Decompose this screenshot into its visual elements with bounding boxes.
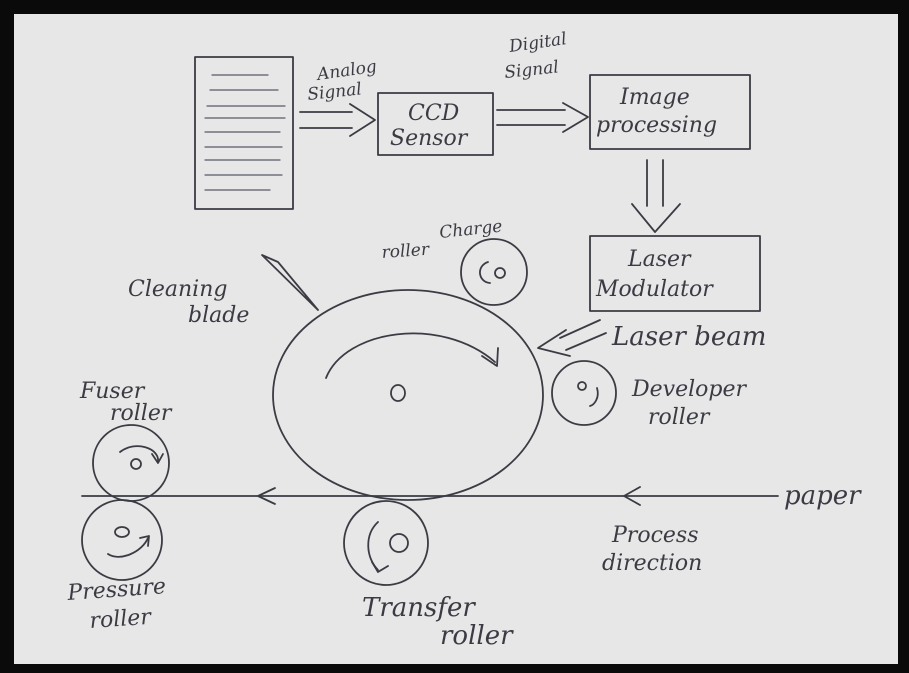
transfer-roller (343, 500, 429, 586)
label-cleaning: Cleaning (128, 277, 227, 302)
label-image: Image (619, 85, 690, 110)
label-ccd: CCD (408, 101, 460, 126)
digital-signal-arrow (496, 102, 589, 133)
label-transfer-roller: roller (440, 621, 514, 651)
label-laser: Laser (627, 247, 692, 272)
developer-roller (551, 360, 617, 426)
analog-signal-arrow (299, 103, 376, 137)
label-blade: blade (188, 303, 249, 328)
label-transfer: Transfer (362, 593, 476, 623)
paper-path (81, 486, 779, 506)
down-arrow (631, 159, 681, 233)
photoconductor-drum (272, 289, 544, 501)
image-processing-box (589, 74, 751, 150)
label-pressure-roller: roller (89, 605, 153, 634)
label-direction: direction (602, 551, 702, 576)
label-fuser: Fuser (79, 379, 146, 404)
cleaning-blade (261, 254, 319, 311)
label-process: Process (611, 523, 699, 548)
label-paper: paper (784, 481, 862, 511)
charge-roller (460, 238, 528, 306)
label-processing: processing (596, 113, 717, 138)
label-sensor: Sensor (390, 126, 469, 151)
label-laser-beam: Laser beam (611, 322, 766, 352)
label-developer-roller: roller (648, 405, 711, 430)
laser-modulator-box (589, 235, 761, 312)
label-developer: Developer (631, 377, 747, 402)
original-document (194, 56, 294, 210)
label-modulator: Modulator (595, 277, 714, 302)
laser-beam-arrow (537, 319, 607, 357)
pressure-roller (81, 499, 163, 581)
ccd-sensor-box (377, 92, 494, 156)
label-charge-roller: roller (381, 240, 431, 263)
label-fuser-roller: roller (110, 401, 173, 426)
